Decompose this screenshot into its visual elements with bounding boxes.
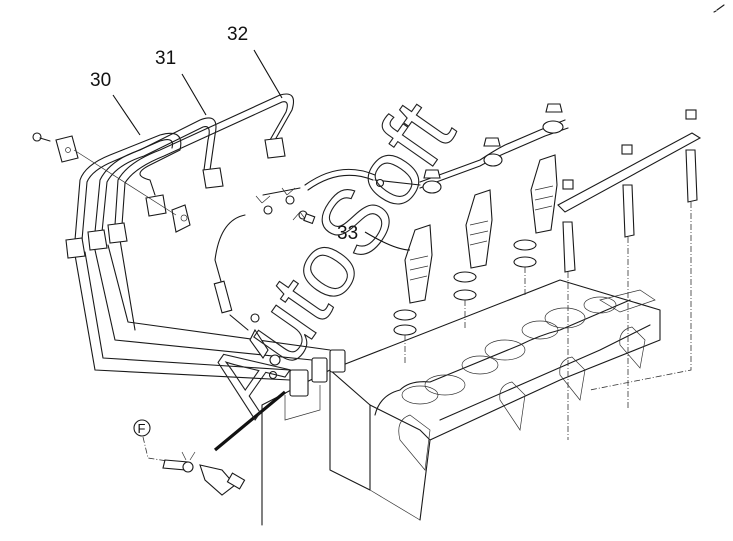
nozzle-gaskets (393, 239, 537, 365)
fuel-return-hose (213, 168, 421, 380)
injection-nozzles (404, 154, 558, 304)
cylinder-head (261, 279, 661, 526)
injection-nozzle (465, 189, 493, 269)
injection-pump-outlets (284, 349, 346, 421)
reference-marker-f: F (133, 419, 151, 437)
injection-nozzle (530, 154, 558, 234)
callout-32: 31 (155, 48, 207, 116)
reference-marker-label: F (138, 421, 146, 436)
callout-label-32: 31 (155, 48, 176, 69)
pipe-clamp (55, 135, 191, 233)
assembly-arrow (213, 390, 287, 452)
callout-30: 33 (337, 223, 411, 251)
clamp-bolt (32, 132, 51, 142)
callout-label-31: 30 (90, 70, 111, 91)
callout-label-33: 32 (227, 24, 248, 45)
glow-plug-nuts (562, 109, 697, 190)
callout-33: 32 (227, 24, 283, 99)
injection-nozzle (404, 224, 433, 304)
injection-pipe-bundle (65, 93, 331, 381)
callout-31: 30 (90, 70, 141, 136)
hose-clips (250, 178, 385, 323)
fuel-overflow-fitting (142, 436, 246, 496)
leak-off-pipe (419, 103, 569, 194)
corner-mark (713, 4, 725, 13)
glow-plug-connector-bar (557, 132, 702, 213)
glow-plugs (562, 149, 698, 440)
callout-label-30: 33 (337, 223, 358, 244)
